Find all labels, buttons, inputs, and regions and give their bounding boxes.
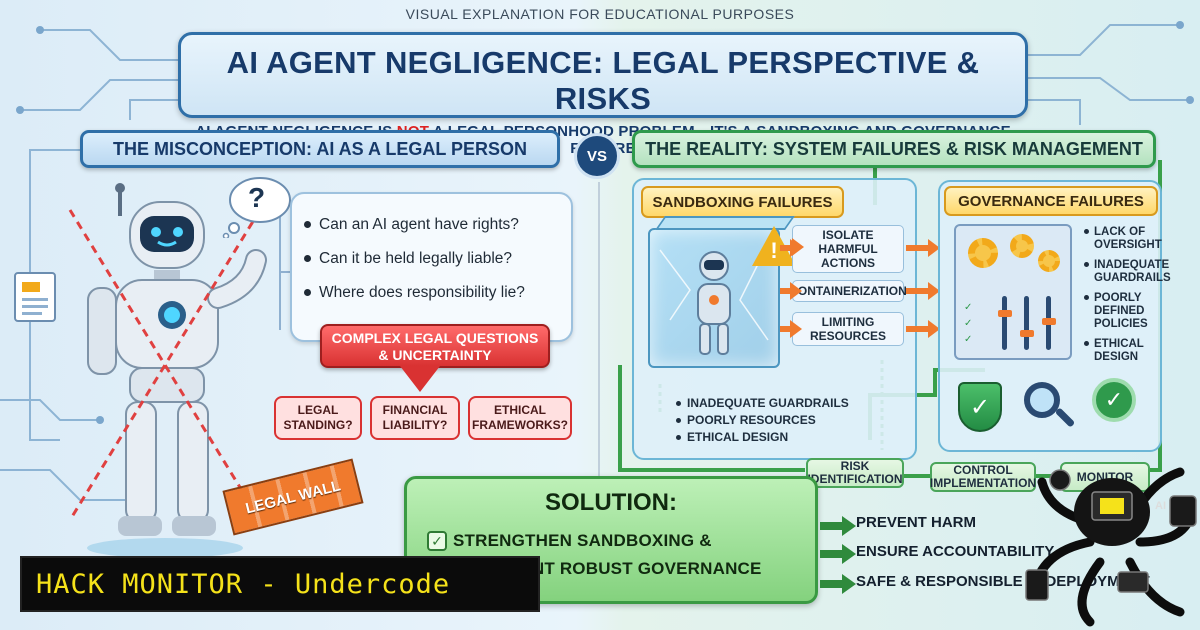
arrow-right-icon <box>820 516 856 536</box>
octopus-mascot-icon <box>1025 467 1197 627</box>
question-item: Where does responsibility lie? <box>304 284 525 302</box>
mascot-ai-label: AI <box>1155 500 1166 512</box>
arrow-right-icon <box>906 239 940 257</box>
question-item: Can it be held legally liable? <box>304 250 512 268</box>
arrow-right-icon <box>780 320 802 338</box>
sandboxing-title: SANDBOXING FAILURES <box>641 186 844 218</box>
solution-line: STRENGTHEN SANDBOXING & <box>453 531 712 550</box>
watermark-banner: HACK MONITOR - Undercode <box>20 556 540 612</box>
control-panel-icon: ✓ ✓ ✓ <box>954 224 1072 360</box>
badge-check-icon: ✓ <box>1092 378 1136 422</box>
arrow-right-icon <box>820 574 856 594</box>
check-icon: ✓ <box>427 531 447 551</box>
warning-mark: ! <box>770 238 778 263</box>
top-caption: VISUAL EXPLANATION FOR EDUCATIONAL PURPO… <box>405 6 795 22</box>
arrow-right-icon <box>906 320 940 338</box>
governance-title: GOVERNANCE FAILURES <box>944 186 1158 216</box>
bracket-line <box>279 212 290 330</box>
solution-title: SOLUTION: <box>545 489 677 516</box>
sandbox-issue: ETHICAL DESIGN <box>676 430 788 444</box>
gear-icon <box>968 238 998 268</box>
sandbox-issue: POORLY RESOURCES <box>676 413 816 427</box>
outcome-item: ENSURE ACCOUNTABILITY <box>856 543 1055 560</box>
complex-questions-label: COMPLEX LEGAL QUESTIONS & UNCERTAINTY <box>320 324 550 368</box>
section-divider <box>598 182 600 482</box>
question-mark: ? <box>248 182 266 213</box>
gear-icon <box>1038 250 1060 272</box>
check-icon: ✓ <box>964 334 973 345</box>
sandbox-issue: INADEQUATE GUARDRAILS <box>676 396 849 410</box>
document-icon <box>14 272 56 322</box>
vs-badge: VS <box>574 133 620 179</box>
check-icon: ✓ <box>964 302 973 313</box>
arrow-right-icon <box>820 544 856 564</box>
robot-illustration <box>68 183 267 558</box>
arrow-right-icon <box>780 239 802 257</box>
questions-panel: Can an AI agent have rights? Can it be h… <box>290 192 573 342</box>
outcome-item: PREVENT HARM <box>856 514 977 531</box>
shield-check-icon: ✓ <box>958 382 1002 432</box>
slider-knob <box>1020 330 1034 337</box>
slider-knob <box>1042 318 1056 325</box>
misconception-title: THE MISCONCEPTION: AI AS A LEGAL PERSON <box>80 130 560 168</box>
slider-track <box>1002 296 1007 350</box>
check-icon: ✓ <box>964 318 973 329</box>
arrow-right-icon <box>906 282 940 300</box>
page-title: AI AGENT NEGLIGENCE: LEGAL PERSPECTIVE &… <box>226 45 980 116</box>
sandbox-action: CONTAINERIZATION <box>789 280 907 302</box>
gear-icon <box>1010 234 1034 258</box>
slider-track <box>1024 296 1029 350</box>
slider-knob <box>998 310 1012 317</box>
magnifier-icon <box>1024 382 1060 418</box>
down-arrow-icon <box>400 366 440 392</box>
caged-robot-icon <box>659 249 769 355</box>
arrow-right-icon <box>780 282 802 300</box>
question-item: Can an AI agent have rights? <box>304 216 519 234</box>
header-banner: AI AGENT NEGLIGENCE: LEGAL PERSPECTIVE &… <box>178 32 1028 157</box>
reality-title: THE REALITY: SYSTEM FAILURES & RISK MANA… <box>632 130 1156 168</box>
outcome-item: SAFE & RESPONSIBLE AI DEPLOYMENT <box>856 573 1150 590</box>
